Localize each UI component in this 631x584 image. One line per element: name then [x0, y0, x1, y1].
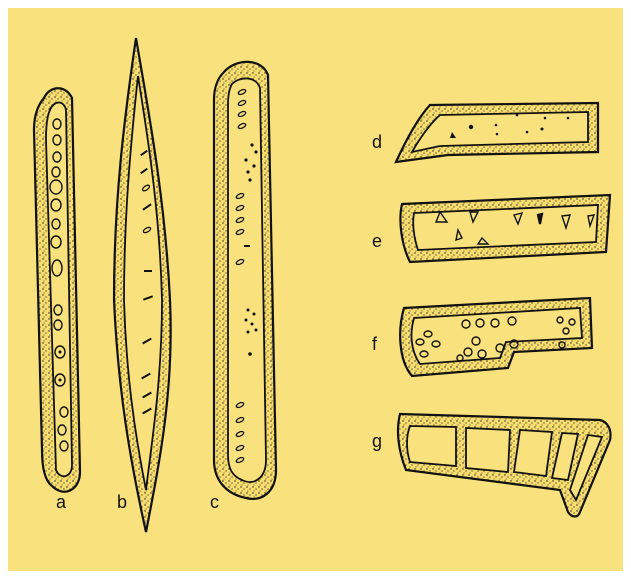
label-c: c	[210, 492, 219, 512]
cell-d	[396, 103, 598, 162]
label-d: d	[372, 132, 382, 152]
label-b: b	[117, 492, 127, 512]
label-e: e	[372, 231, 382, 251]
label-g: g	[372, 431, 382, 451]
cell-c	[214, 62, 276, 499]
cell-e	[400, 195, 610, 262]
cell-a	[34, 88, 80, 491]
label-a: a	[56, 492, 67, 512]
